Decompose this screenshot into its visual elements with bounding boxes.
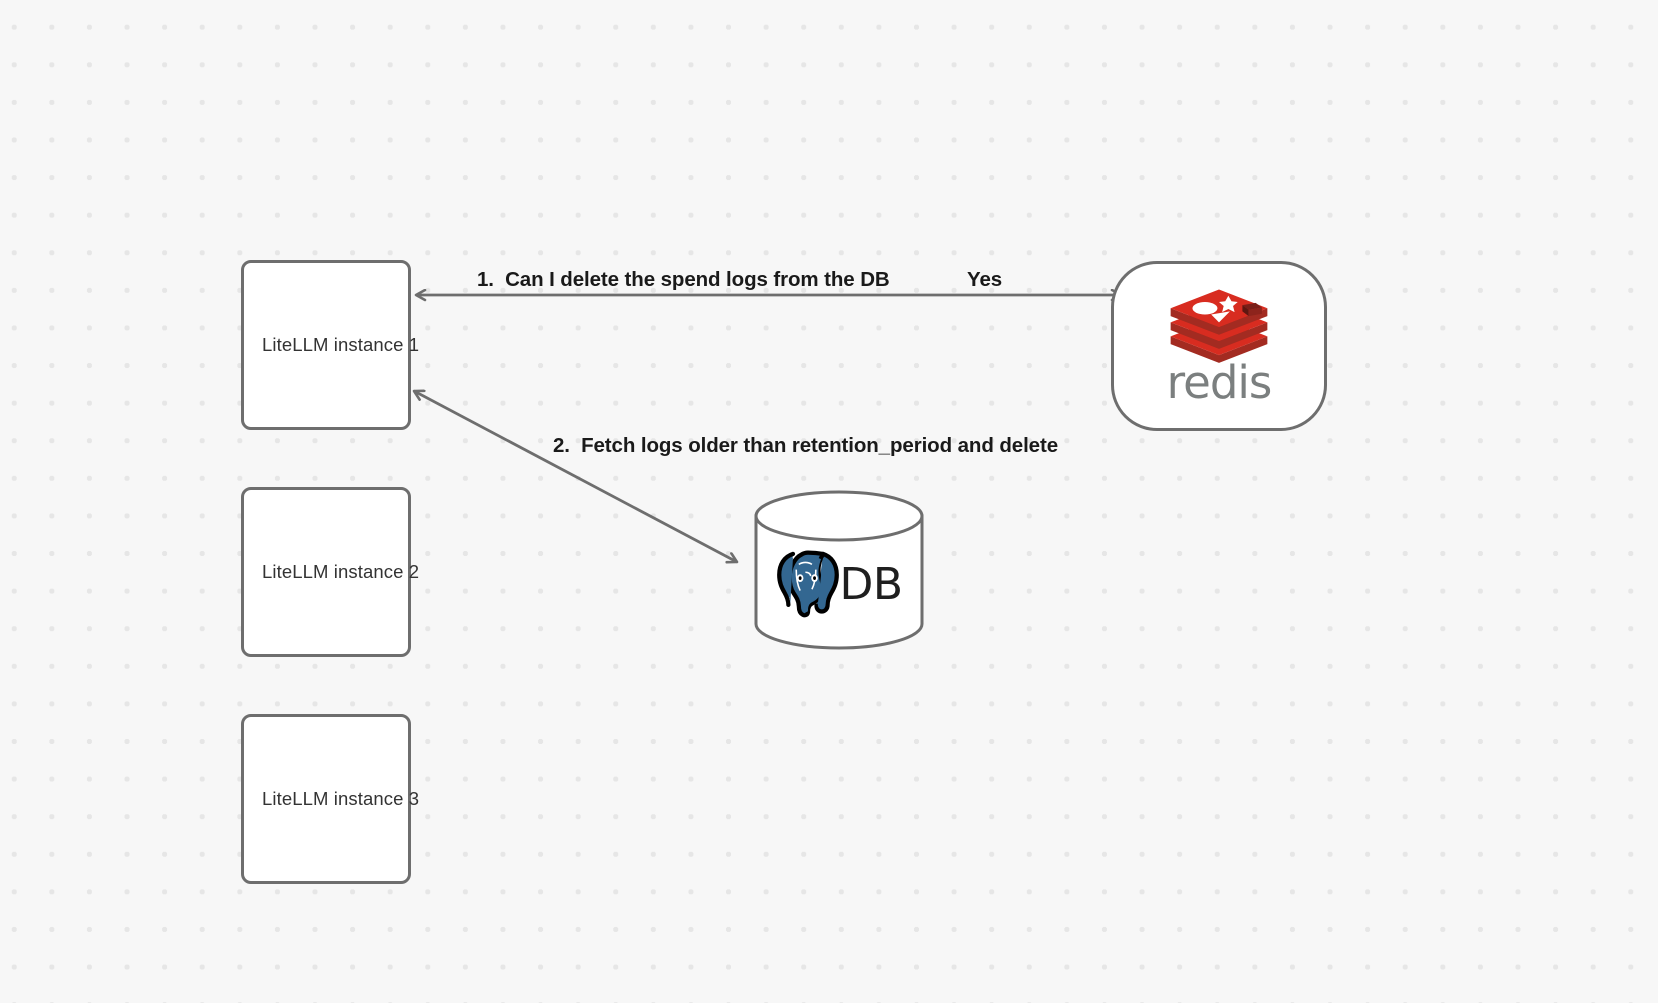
postgresql-elephant-icon xyxy=(777,550,840,618)
node-litellm-instance-2[interactable]: LiteLLM instance 2 xyxy=(241,487,419,657)
cylinder-shape xyxy=(754,490,924,650)
node-label-litellm-2: LiteLLM instance 2 xyxy=(262,561,420,582)
redis-logo-icon xyxy=(1170,289,1268,363)
node-litellm-instance-3[interactable]: LiteLLM instance 3 xyxy=(241,714,419,884)
edge-label-step-1: 1. Can I delete the spend logs from the … xyxy=(477,268,890,291)
node-litellm-instance-1[interactable]: LiteLLM instance 1 xyxy=(241,260,419,430)
edge-litellm1-database xyxy=(414,391,737,562)
node-redis[interactable]: redis xyxy=(1111,261,1327,431)
node-label-litellm-1: LiteLLM instance 1 xyxy=(262,334,420,355)
node-label-litellm-3: LiteLLM instance 3 xyxy=(262,788,420,809)
node-database[interactable]: DB xyxy=(753,490,925,650)
database-logo-row: DB xyxy=(753,534,925,634)
database-label: DB xyxy=(839,558,903,610)
edge-label-step-1-answer: Yes xyxy=(967,268,1003,291)
edge-label-step-2: 2. Fetch logs older than retention_perio… xyxy=(553,434,1058,457)
redis-wordmark: redis xyxy=(1166,355,1273,409)
